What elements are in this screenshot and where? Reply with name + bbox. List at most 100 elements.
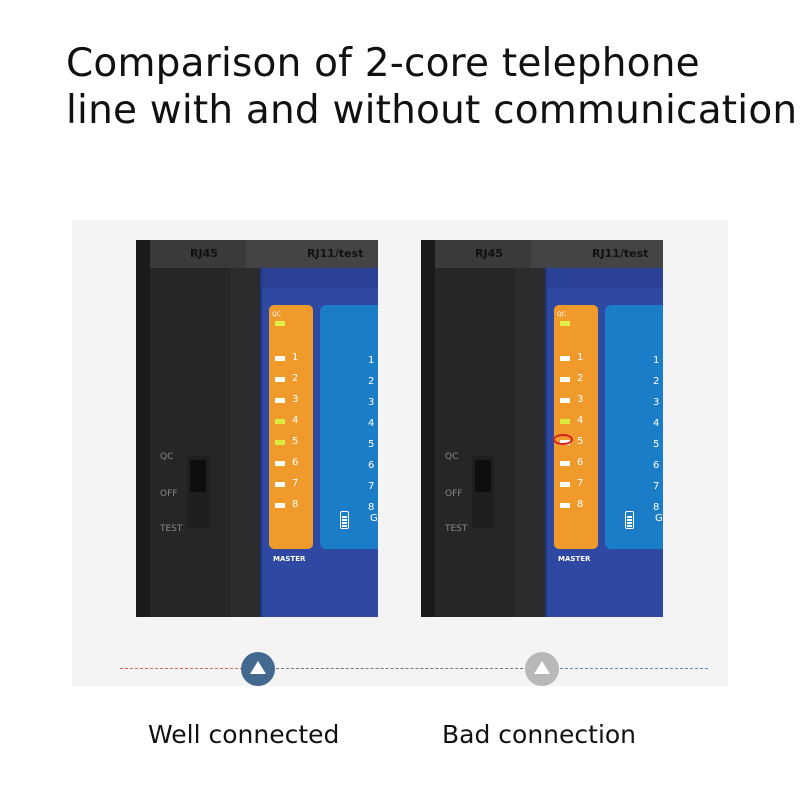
port-label-rj45: RJ45 bbox=[190, 247, 218, 260]
triangle-up-icon bbox=[250, 661, 266, 674]
switch-label-qc: QC bbox=[160, 452, 174, 462]
indicator-bad-connection bbox=[525, 652, 559, 686]
screen-number: 5 bbox=[653, 439, 660, 450]
port-label-rj45: RJ45 bbox=[475, 247, 503, 260]
divider-line-middle bbox=[276, 668, 528, 669]
screen-ground-label: G bbox=[655, 513, 663, 524]
screen-number: 1 bbox=[653, 355, 660, 366]
tester-photo-well-connected: RJ45 RJ11/test QC OFF TEST QC 1 2 3 4 5 … bbox=[136, 240, 378, 617]
switch-label-qc: QC bbox=[445, 452, 459, 462]
master-label: MASTER bbox=[558, 555, 591, 563]
led bbox=[560, 356, 570, 361]
mode-switch bbox=[472, 456, 494, 528]
device-edge bbox=[421, 240, 435, 617]
screen-ground-label: G bbox=[370, 513, 378, 524]
device-side bbox=[150, 268, 230, 617]
screen-number: 3 bbox=[368, 397, 375, 408]
switch-label-off: OFF bbox=[160, 489, 178, 499]
mode-switch bbox=[187, 456, 209, 528]
qc-led-label: QC bbox=[272, 311, 281, 318]
led-row: 4 bbox=[273, 415, 313, 428]
front-panel-top bbox=[262, 268, 378, 288]
caption-well-connected: Well connected bbox=[148, 720, 340, 749]
led-row: 4 bbox=[558, 415, 598, 428]
led-number: 2 bbox=[292, 373, 299, 384]
led bbox=[275, 461, 285, 466]
led-number: 2 bbox=[577, 373, 584, 384]
led-lit bbox=[275, 419, 285, 424]
screen-number: 1 bbox=[368, 355, 375, 366]
led-number: 7 bbox=[292, 478, 299, 489]
screen-number: 4 bbox=[653, 418, 660, 429]
led-row: 7 bbox=[273, 478, 313, 491]
switch-label-test: TEST bbox=[445, 524, 468, 534]
led-row: 6 bbox=[558, 457, 598, 470]
led-strip: QC 1 2 3 4 5 6 7 8 MASTER bbox=[553, 305, 598, 563]
led bbox=[560, 461, 570, 466]
led-row: 3 bbox=[558, 394, 598, 407]
page-title: Comparison of 2-core telephone line with… bbox=[66, 40, 798, 134]
master-label: MASTER bbox=[273, 555, 306, 563]
caption-bad-connection: Bad connection bbox=[442, 720, 637, 749]
led-lit bbox=[560, 419, 570, 424]
screen-number: 7 bbox=[368, 481, 375, 492]
qc-led bbox=[560, 321, 570, 326]
led-number: 4 bbox=[577, 415, 584, 426]
divider-line-right bbox=[560, 668, 708, 669]
led-number: 8 bbox=[292, 499, 299, 510]
led-number: 3 bbox=[292, 394, 299, 405]
screen-number: 2 bbox=[653, 376, 660, 387]
led-number: 5 bbox=[577, 436, 584, 447]
switch-label-test: TEST bbox=[160, 524, 183, 534]
led-number: 3 bbox=[577, 394, 584, 405]
fault-marker bbox=[553, 434, 573, 445]
led-row: 1 bbox=[273, 352, 313, 365]
triangle-up-icon bbox=[534, 661, 550, 674]
screen-number: 5 bbox=[368, 439, 375, 450]
battery-icon bbox=[340, 511, 349, 529]
led-row: 2 bbox=[558, 373, 598, 386]
device-edge bbox=[136, 240, 150, 617]
led-row: 5 bbox=[553, 434, 598, 449]
screen-number: 7 bbox=[653, 481, 660, 492]
receiver-screen: 1 2 3 4 5 6 7 8 G bbox=[320, 305, 378, 549]
led bbox=[275, 482, 285, 487]
led-strip: QC 1 2 3 4 5 6 7 8 MASTER bbox=[269, 305, 313, 563]
device-top-right bbox=[531, 240, 663, 268]
title-line-1: Comparison of 2-core telephone bbox=[66, 41, 700, 86]
screen-number: 2 bbox=[368, 376, 375, 387]
led bbox=[560, 503, 570, 508]
screen-number: 6 bbox=[653, 460, 660, 471]
led-number: 5 bbox=[292, 436, 299, 447]
led bbox=[275, 398, 285, 403]
switch-knob bbox=[475, 460, 491, 492]
screen-number: 6 bbox=[368, 460, 375, 471]
led-number: 1 bbox=[577, 352, 584, 363]
device-side bbox=[435, 268, 515, 617]
led-number: 6 bbox=[292, 457, 299, 468]
led-number: 6 bbox=[577, 457, 584, 468]
led bbox=[275, 377, 285, 382]
led bbox=[275, 356, 285, 361]
led bbox=[560, 482, 570, 487]
front-panel-top bbox=[547, 268, 663, 288]
front-panel: QC 1 2 3 4 5 6 7 8 MASTER 1 2 3 4 5 6 7 … bbox=[545, 268, 663, 617]
led-number: 7 bbox=[577, 478, 584, 489]
led-number: 8 bbox=[577, 499, 584, 510]
led-number: 1 bbox=[292, 352, 299, 363]
led-row: 8 bbox=[273, 499, 313, 512]
screen-number: 3 bbox=[653, 397, 660, 408]
screen-number: 8 bbox=[368, 502, 375, 513]
tester-photo-bad-connection: RJ45 RJ11/test QC OFF TEST QC 1 2 3 4 5 … bbox=[421, 240, 663, 617]
port-label-rj11: RJ11/test bbox=[307, 247, 364, 260]
led-row: 2 bbox=[273, 373, 313, 386]
battery-icon bbox=[625, 511, 634, 529]
indicator-well-connected bbox=[241, 652, 275, 686]
port-label-rj11: RJ11/test bbox=[592, 247, 649, 260]
title-line-2: line with and without communication bbox=[66, 88, 798, 133]
qc-led bbox=[275, 321, 285, 326]
device-top-right bbox=[246, 240, 378, 268]
receiver-screen: 1 2 3 4 5 6 7 8 G bbox=[605, 305, 663, 549]
screen-number: 8 bbox=[653, 502, 660, 513]
screen-number: 4 bbox=[368, 418, 375, 429]
